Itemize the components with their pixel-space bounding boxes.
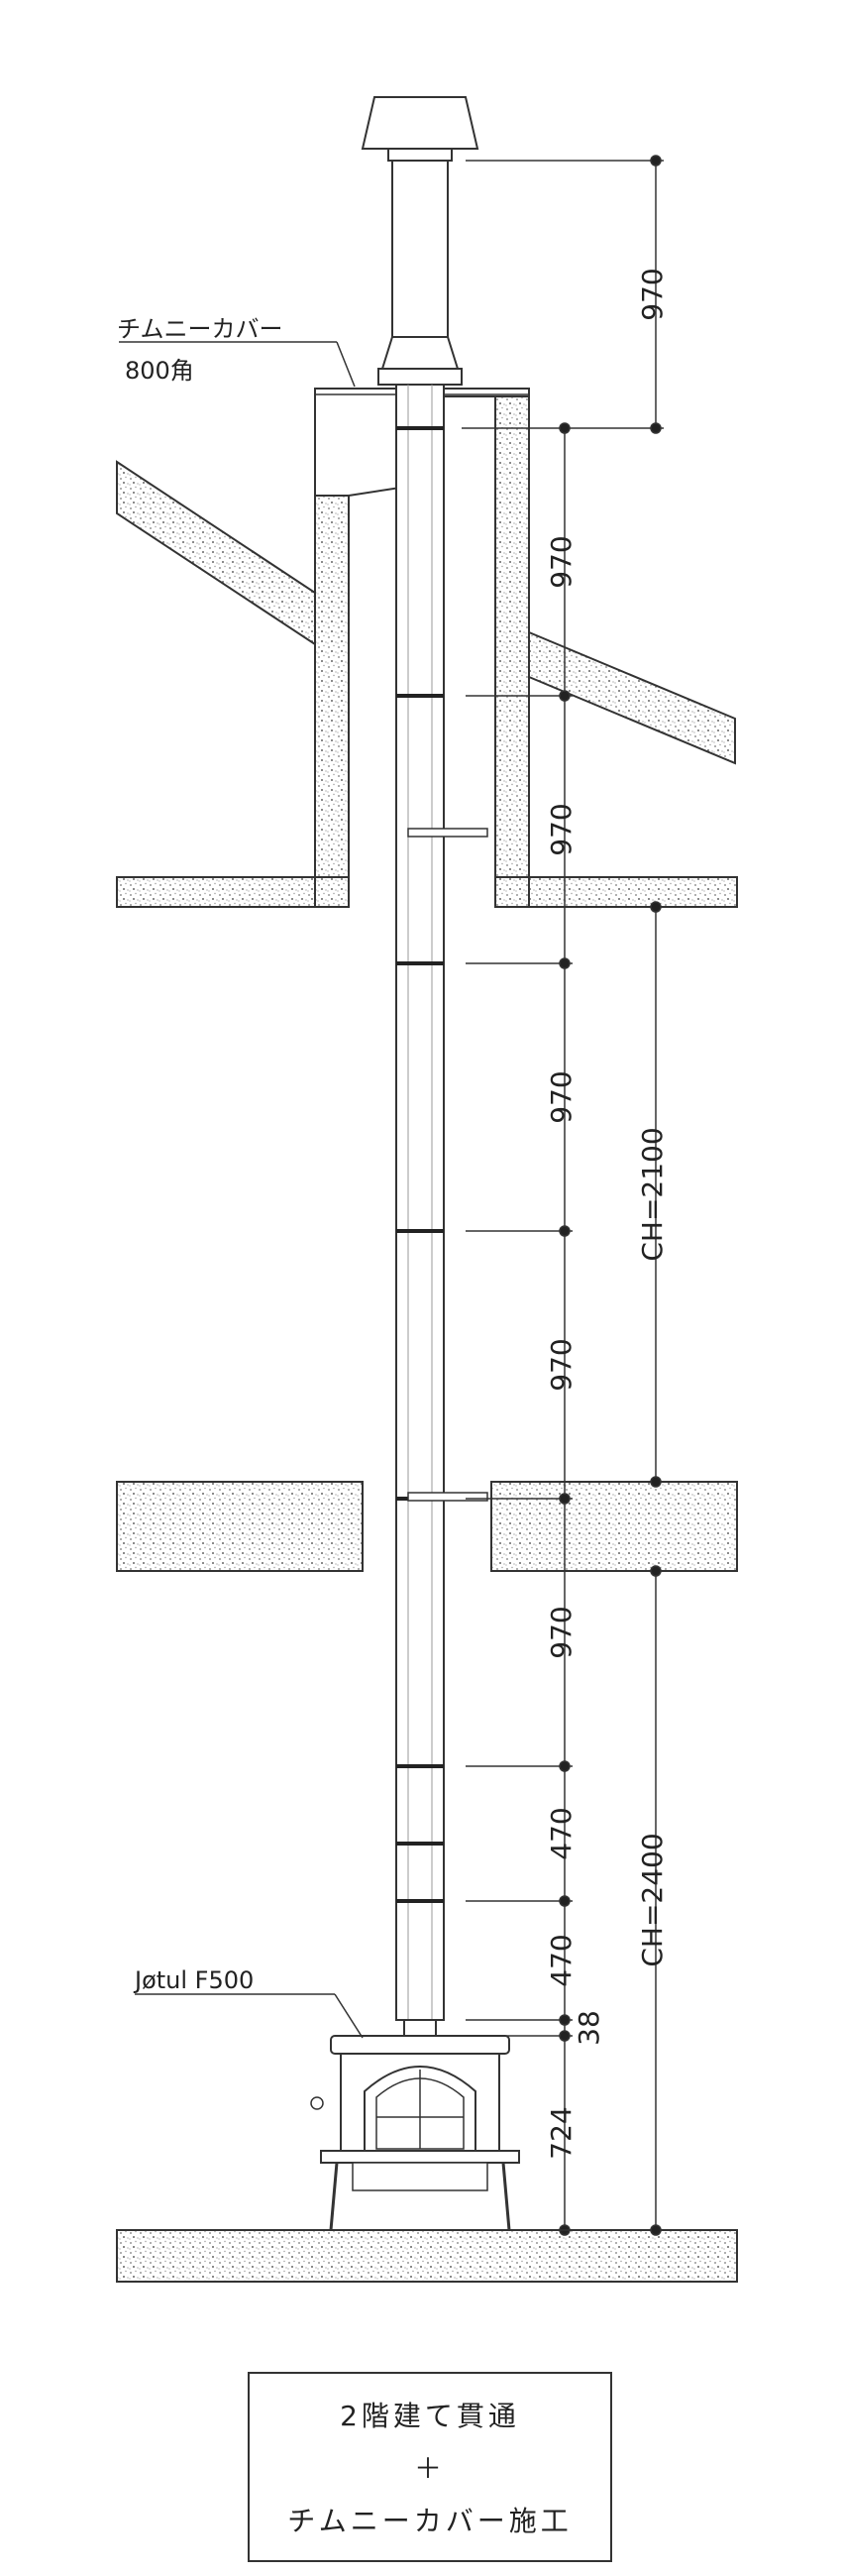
dim-floor1-mid: 470: [545, 1807, 578, 1859]
dim-floor1-lower: 470: [545, 1934, 578, 1986]
stove-model-label: Jøtul F500: [133, 1966, 254, 1994]
chimney-cover-size-label: 800角: [125, 357, 194, 385]
ground-floor-slab: [116, 2229, 738, 2283]
stove-leader: [135, 1993, 364, 2039]
dim-stove-height: 724: [545, 2106, 578, 2159]
dim-ceiling-height-1f: CH=2400: [636, 1833, 669, 1966]
chimney-cover-label: チムニーカバー: [117, 315, 283, 343]
title-line-2: ＋: [413, 2451, 446, 2485]
dimension-labels: 970 970 970 970 970 970 470 470 38 724 C…: [545, 268, 669, 2159]
second-floor-slab: [116, 1481, 738, 1572]
attic-floor-slab: [116, 876, 738, 908]
dim-floor2-lower: 970: [545, 1338, 578, 1391]
dim-floor1-upper: 970: [545, 1606, 578, 1658]
dim-ceiling-height-2f: CH=2100: [636, 1127, 669, 1261]
dim-attic-upper: 970: [545, 535, 578, 588]
flue-pipe: [361, 96, 488, 2037]
roof-left: [116, 460, 316, 646]
dim-floor2-upper: 970: [545, 1070, 578, 1123]
dimension-lines: [462, 155, 664, 2236]
dim-top-section: 970: [636, 268, 669, 320]
dim-stove-connector: 38: [573, 2010, 605, 2046]
wood-stove: [310, 2035, 520, 2231]
chimney-cover-leader: [119, 341, 356, 388]
title-box: 2階建て貫通 ＋ チムニーカバー施工: [248, 2372, 612, 2562]
dim-attic-lower: 970: [545, 803, 578, 855]
title-line-1: 2階建て貫通: [340, 2399, 520, 2432]
title-line-3: チムニーカバー施工: [287, 2505, 573, 2538]
